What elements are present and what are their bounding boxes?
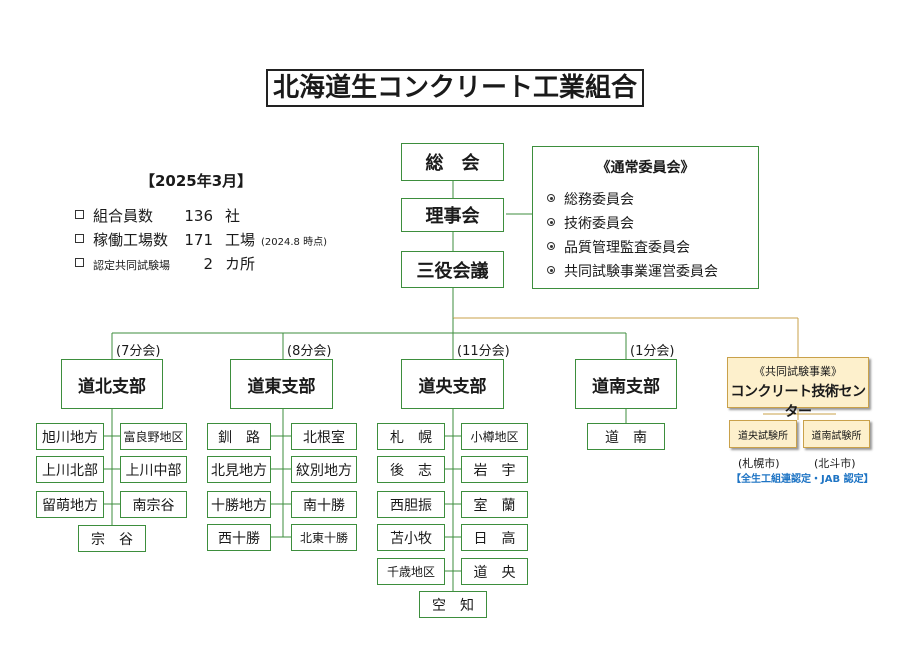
stat-unit: 社 <box>225 207 241 225</box>
district-box: 室 蘭 <box>461 491 528 518</box>
committee-item: 共同試験事業運営委員会 <box>547 261 718 281</box>
district-box: 北東十勝 <box>291 524 357 551</box>
stat-value: 136 <box>184 207 213 225</box>
circle-bullet-icon <box>547 242 555 250</box>
stat-unit: 工場 <box>225 231 256 249</box>
test-center-name: コンクリート技術センター <box>730 384 867 420</box>
circle-bullet-icon <box>547 218 555 226</box>
committee-item-label: 技術委員会 <box>564 216 634 232</box>
stat-row-plants: 稼働工場数 171 工場 (2024.8 時点) <box>75 229 327 250</box>
committee-item-label: 品質管理監査委員会 <box>564 240 690 256</box>
south-branch-box: 道南支部 <box>575 359 677 409</box>
district-box: 釧 路 <box>207 423 271 450</box>
south-count: (1分会) <box>630 344 675 359</box>
district-box: 道 南 <box>587 423 665 450</box>
district-box: 道 央 <box>461 558 528 585</box>
stat-label: 認定共同試験場 <box>93 259 170 272</box>
north-branch-box: 道北支部 <box>61 359 163 409</box>
district-box: 南十勝 <box>291 491 357 518</box>
committee-item: 品質管理監査委員会 <box>547 237 690 257</box>
district-box: 上川中部 <box>120 456 187 483</box>
stat-row-members: 組合員数 136 社 <box>75 205 240 226</box>
district-box: 紋別地方 <box>291 456 357 483</box>
north-count: (7分会) <box>116 344 161 359</box>
district-box: 南宗谷 <box>120 491 187 518</box>
lab-box: 道南試験所 <box>803 420 870 448</box>
central-count: (11分会) <box>457 344 510 359</box>
committee-item: 技術委員会 <box>547 213 634 233</box>
district-box: 空 知 <box>419 591 487 618</box>
district-box: 後 志 <box>377 456 445 483</box>
square-bullet-icon <box>75 234 84 243</box>
stat-row-labs: 認定共同試験場 2 カ所 <box>75 253 255 274</box>
square-bullet-icon <box>75 210 84 219</box>
stat-unit: カ所 <box>225 255 256 273</box>
district-box: 千歳地区 <box>377 558 445 585</box>
stat-value: 2 <box>203 255 213 273</box>
committee-item: 総務委員会 <box>547 189 634 209</box>
district-box: 札 幌 <box>377 423 445 450</box>
east-branch-box: 道東支部 <box>230 359 333 409</box>
circle-bullet-icon <box>547 194 555 202</box>
stats-heading: 【2025年3月】 <box>140 172 253 190</box>
district-box: 北根室 <box>291 423 357 450</box>
central-branch-box: 道央支部 <box>401 359 504 409</box>
stat-note: (2024.8 時点) <box>261 237 327 248</box>
district-box: 留萌地方 <box>36 491 104 518</box>
square-bullet-icon <box>75 258 84 267</box>
district-box: 宗 谷 <box>78 525 146 552</box>
east-count: (8分会) <box>287 344 332 359</box>
district-box: 岩 宇 <box>461 456 528 483</box>
district-box: 上川北部 <box>36 456 104 483</box>
district-box: 旭川地方 <box>36 423 104 450</box>
general-assembly-box: 総 会 <box>401 143 504 181</box>
lab-box: 道央試験所 <box>729 420 797 448</box>
page-title: 北海道生コンクリート工業組合 <box>266 69 644 107</box>
district-box: 北見地方 <box>207 456 271 483</box>
committee-panel: 《通常委員会》 総務委員会 技術委員会 品質管理監査委員会 共同試験事業運営委員… <box>532 146 759 289</box>
district-box: 十勝地方 <box>207 491 271 518</box>
district-box: 日 高 <box>461 524 528 551</box>
lab-city: (札幌市) <box>738 457 780 470</box>
committee-item-label: 共同試験事業運営委員会 <box>564 264 718 280</box>
stat-label: 稼働工場数 <box>93 231 169 249</box>
test-center-subtitle: 《共同試験事業》 <box>754 365 842 378</box>
lab-city: (北斗市) <box>814 457 856 470</box>
committee-item-label: 総務委員会 <box>564 192 634 208</box>
circle-bullet-icon <box>547 266 555 274</box>
board-box: 理事会 <box>401 198 504 232</box>
officers-meeting-box: 三役会議 <box>401 251 504 288</box>
committee-heading: 《通常委員会》 <box>596 160 695 176</box>
district-box: 苫小牧 <box>377 524 445 551</box>
district-box: 富良野地区 <box>120 423 187 450</box>
stat-label: 組合員数 <box>93 207 154 225</box>
stat-value: 171 <box>184 231 213 249</box>
district-box: 小樽地区 <box>461 423 528 450</box>
certification-note: 【全生工組連認定・JAB 認定】 <box>731 474 874 485</box>
district-box: 西胆振 <box>377 491 445 518</box>
test-center-box: 《共同試験事業》 コンクリート技術センター <box>727 357 869 420</box>
district-box: 西十勝 <box>207 524 271 551</box>
